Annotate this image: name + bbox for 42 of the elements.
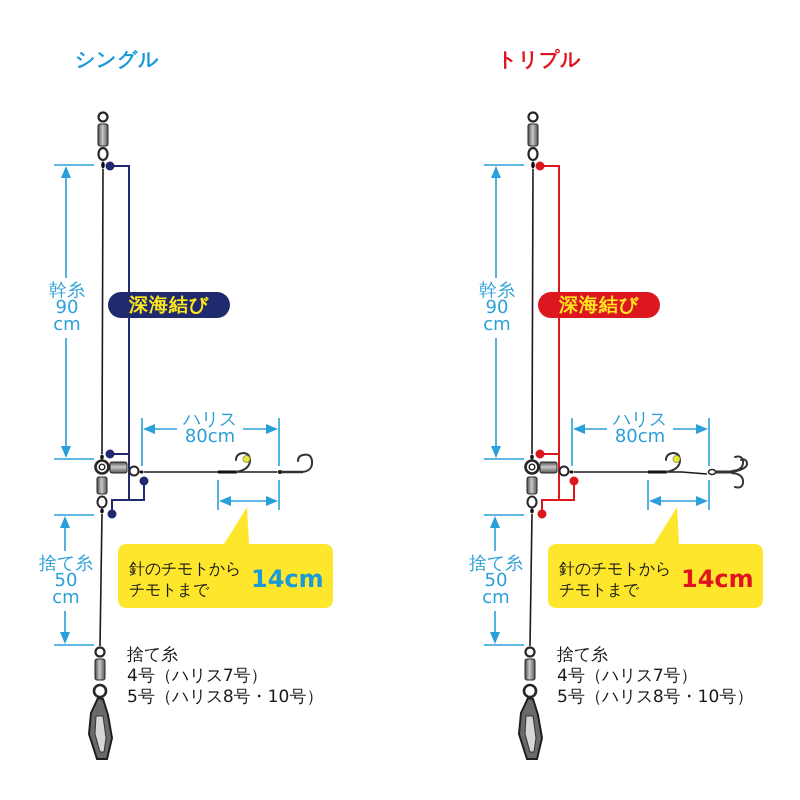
speech-bubble bbox=[548, 505, 763, 608]
swivel-icon bbox=[526, 111, 540, 169]
section-title: シングル bbox=[75, 48, 159, 71]
dimension-label: 捨て糸 50 cm bbox=[469, 555, 523, 606]
note-text: 5号（ハリス8号・10号） bbox=[127, 687, 324, 707]
callout-text: 針のチモトからチモトまで bbox=[129, 558, 242, 600]
snap-swivel-icon bbox=[87, 646, 114, 761]
leader-line bbox=[538, 318, 560, 518]
section-title: トリプル bbox=[497, 48, 581, 71]
dimension-label: 捨て糸 50 cm bbox=[39, 555, 93, 606]
three-way-swivel-icon bbox=[94, 454, 144, 514]
fishing-line bbox=[144, 471, 216, 473]
leader-line bbox=[106, 162, 130, 292]
note-text: 4号（ハリス7号） bbox=[127, 666, 268, 686]
knot-name-badge: 深海結び bbox=[108, 292, 230, 318]
snap-swivel-icon bbox=[517, 646, 544, 761]
fishing-line bbox=[682, 471, 708, 475]
dimension-label: 幹糸 90 cm bbox=[49, 282, 85, 333]
hook-icon bbox=[646, 450, 682, 476]
fishing-line bbox=[101, 169, 104, 454]
note-text: 4号（ハリス7号） bbox=[557, 666, 698, 686]
fishing-line bbox=[529, 514, 533, 646]
speech-bubble bbox=[118, 505, 333, 608]
fishing-line bbox=[574, 471, 646, 473]
dimension-label: ハリス 80cm bbox=[613, 411, 667, 445]
leader-line bbox=[108, 318, 130, 518]
note-text: 捨て糸 bbox=[127, 645, 178, 665]
dimension-label: ハリス 80cm bbox=[183, 411, 237, 445]
hook-icon bbox=[216, 450, 252, 476]
note-text: 5号（ハリス8号・10号） bbox=[557, 687, 754, 707]
callout-text: 針のチモトからチモトまで bbox=[559, 558, 672, 600]
note-text: 捨て糸 bbox=[557, 645, 608, 665]
swivel-icon bbox=[96, 111, 110, 169]
measurement-value: 14cm bbox=[681, 565, 754, 593]
knot-name-badge: 深海結び bbox=[538, 292, 660, 318]
measurement-value: 14cm bbox=[251, 565, 324, 593]
fishing-line bbox=[531, 169, 534, 454]
dimension-label: 幹糸 90 cm bbox=[479, 282, 515, 333]
fishing-line bbox=[252, 471, 277, 473]
three-way-swivel-icon bbox=[524, 454, 574, 514]
fishing-line bbox=[99, 514, 103, 646]
leader-line bbox=[536, 162, 560, 292]
